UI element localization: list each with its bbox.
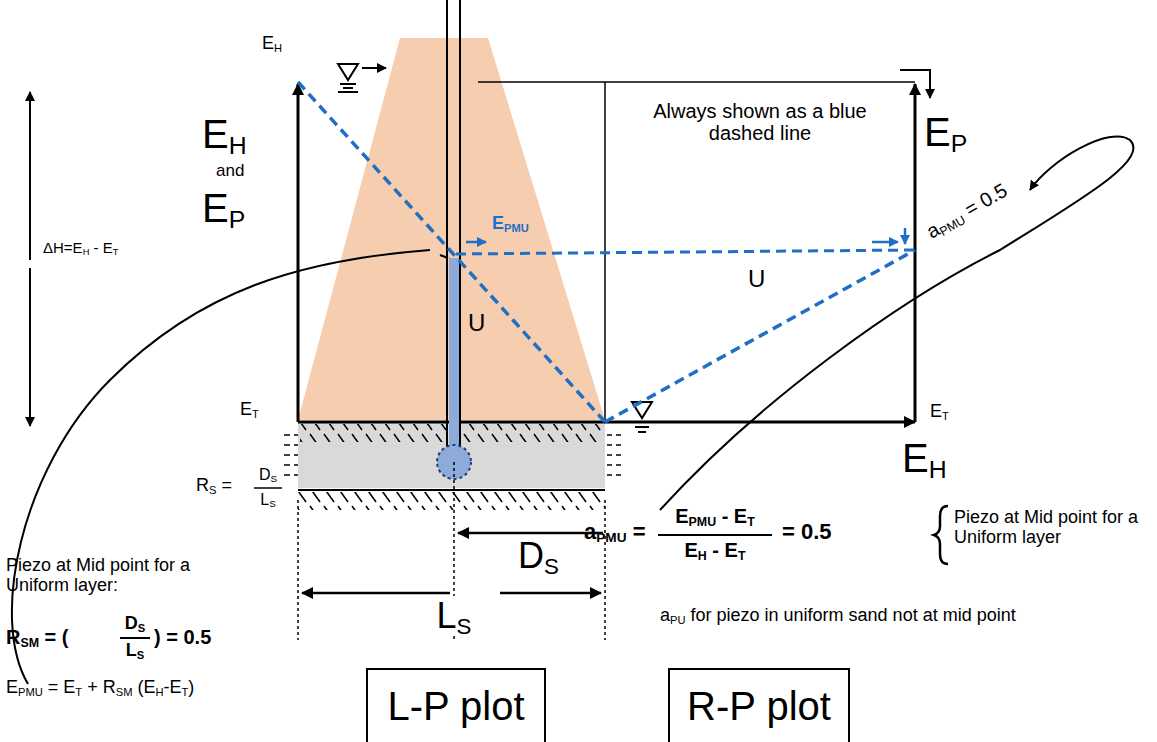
pressure-label: U xyxy=(748,266,765,292)
axis-label: EH xyxy=(902,436,947,480)
note-text: Always shown as a blue dashed line xyxy=(645,100,875,144)
fraction-part: EH - ET xyxy=(685,539,746,561)
dimension-label: LS xyxy=(434,596,475,636)
formula-part: ) = 0.5 xyxy=(154,626,211,648)
note-text: aPU for piezo in uniform sand not at mid… xyxy=(660,606,1016,626)
axis-label: EP xyxy=(924,110,967,154)
plot-label-box: R-P plot xyxy=(668,668,850,742)
dimension-label: DS xyxy=(518,536,559,576)
plot-label: R-P plot xyxy=(687,684,831,729)
fraction-part: EPMU - ET xyxy=(675,505,755,527)
elevation-symbol: EH xyxy=(262,34,282,54)
fraction-part: DS xyxy=(259,466,277,484)
fraction-part: LS xyxy=(260,491,276,509)
axis-label: EH xyxy=(202,112,247,156)
fraction-part: DS xyxy=(125,614,145,634)
axis-label: and xyxy=(216,162,244,181)
note-text: Piezo at Mid point for a Uniform layer: xyxy=(6,556,256,596)
formula-part: = 0.5 xyxy=(782,520,832,544)
note-text: Piezo at Mid point for a Uniform layer xyxy=(954,508,1154,548)
plot-label: L-P plot xyxy=(387,684,524,729)
head-difference: ΔH=EH - ET xyxy=(40,240,121,257)
axis-label: ET xyxy=(240,400,259,420)
plot-label-box: L-P plot xyxy=(366,668,546,742)
pressure-label: U xyxy=(468,310,485,336)
formula-part: RSM = ( xyxy=(6,626,69,648)
axis-label: ET xyxy=(930,402,949,422)
piezo-elevation: EPMU xyxy=(492,214,529,234)
axis-label: EP xyxy=(202,186,245,230)
formula-text: EPMU = ET + RSM (EH-ET) xyxy=(6,678,194,698)
fraction-part: LS xyxy=(126,641,144,661)
formula-part: aPMU = xyxy=(584,520,646,544)
ratio-label: RS = xyxy=(196,476,232,496)
ratio-label: aPMU = 0.5 xyxy=(923,179,1011,243)
